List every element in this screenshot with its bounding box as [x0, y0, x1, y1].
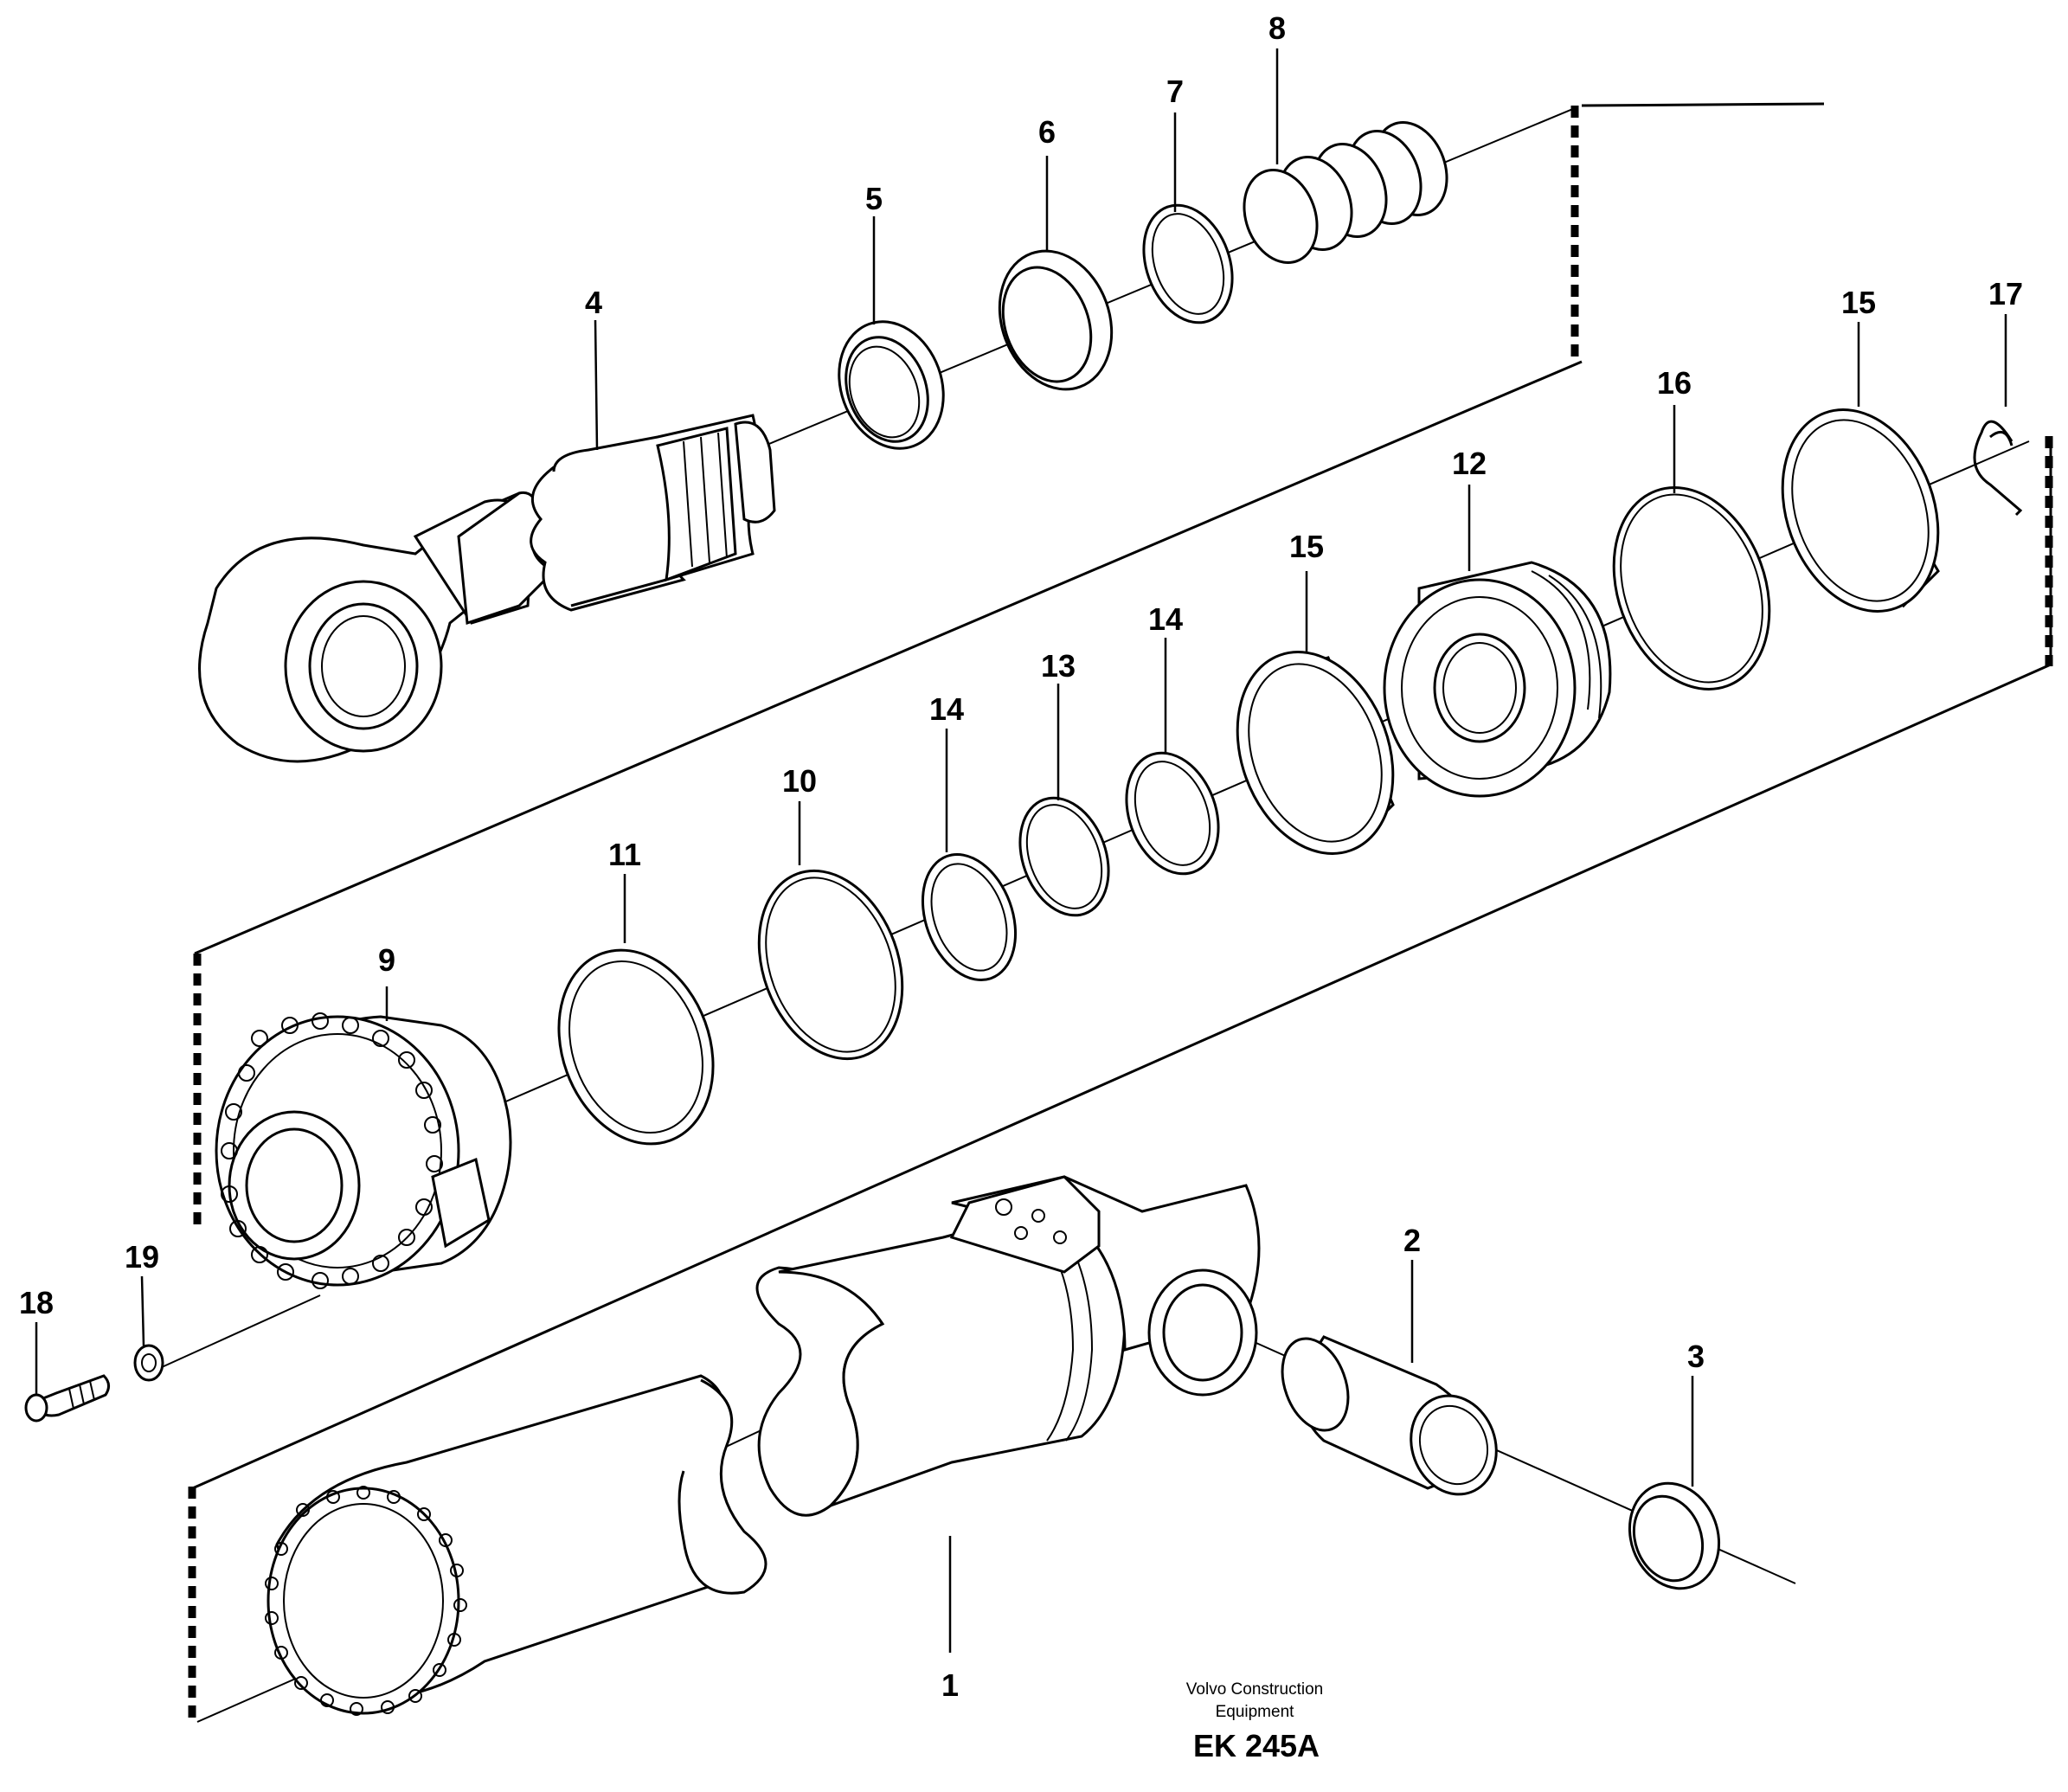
- part-number-labels: 1 2 3 4 5 6 7 8 9 10 11 12 13 14 14 15 1…: [19, 10, 2023, 1703]
- part-12-piston: [1383, 561, 1612, 798]
- part-10-oring: [757, 869, 904, 1061]
- part-9-cylinder-head: [215, 1012, 512, 1289]
- part-5-wiper: [838, 320, 945, 450]
- label-part-11: 11: [608, 837, 641, 872]
- label-part-17: 17: [1988, 276, 2023, 312]
- part-6-bushing: [998, 249, 1114, 391]
- part-8-seal-kit: [1243, 121, 1448, 264]
- label-part-5: 5: [865, 181, 883, 216]
- middle-frame: [188, 436, 2053, 1492]
- label-part-13: 13: [1041, 648, 1076, 684]
- tube-bolt-holes: [265, 1486, 467, 1716]
- part-14-ring-a: [921, 852, 1018, 982]
- figure-code: EK 245A: [1193, 1728, 1320, 1763]
- footer: Volvo Construction Equipment EK 245A: [1186, 1680, 1323, 1763]
- footer-company-line1: Volvo Construction: [1186, 1680, 1323, 1699]
- part-18-screw: [24, 1374, 110, 1423]
- piston-rod-eye: [198, 414, 776, 763]
- label-part-14a: 14: [929, 691, 964, 727]
- label-part-15b: 15: [1841, 285, 1876, 320]
- label-part-12: 12: [1452, 446, 1487, 481]
- label-part-8: 8: [1268, 10, 1286, 46]
- leader-lines: [35, 48, 2007, 1653]
- label-part-1: 1: [941, 1667, 959, 1703]
- part-15-guide-band-b: [1781, 408, 1940, 613]
- label-part-4: 4: [585, 285, 602, 320]
- label-part-19: 19: [125, 1239, 159, 1275]
- part-19-washer: [133, 1344, 164, 1382]
- part-13-ring: [1018, 796, 1110, 917]
- head-bolt-holes: [221, 1012, 443, 1289]
- part-17-lock-wire: [1973, 420, 2023, 517]
- part-11-ring: [557, 948, 715, 1146]
- part-2-bushing: [1281, 1335, 1498, 1496]
- label-part-6: 6: [1038, 114, 1056, 150]
- label-part-2: 2: [1403, 1223, 1421, 1258]
- label-part-9: 9: [378, 942, 395, 978]
- label-part-7: 7: [1166, 74, 1184, 109]
- label-part-15a: 15: [1289, 529, 1324, 564]
- part-7-ring: [1142, 203, 1234, 324]
- label-part-18: 18: [19, 1285, 54, 1320]
- label-part-14b: 14: [1148, 601, 1183, 637]
- label-part-10: 10: [782, 763, 817, 799]
- label-part-16: 16: [1657, 365, 1692, 401]
- upper-frame: [194, 102, 1825, 955]
- part-14-ring-b: [1125, 751, 1220, 876]
- part-16-ring: [1612, 486, 1771, 690]
- label-part-3: 3: [1687, 1339, 1705, 1374]
- part-1-cylinder-tube: [265, 1175, 1261, 1716]
- part-15-guide-band-a: [1236, 651, 1395, 855]
- footer-company-line2: Equipment: [1216, 1703, 1295, 1721]
- part-3-seal: [1628, 1481, 1721, 1590]
